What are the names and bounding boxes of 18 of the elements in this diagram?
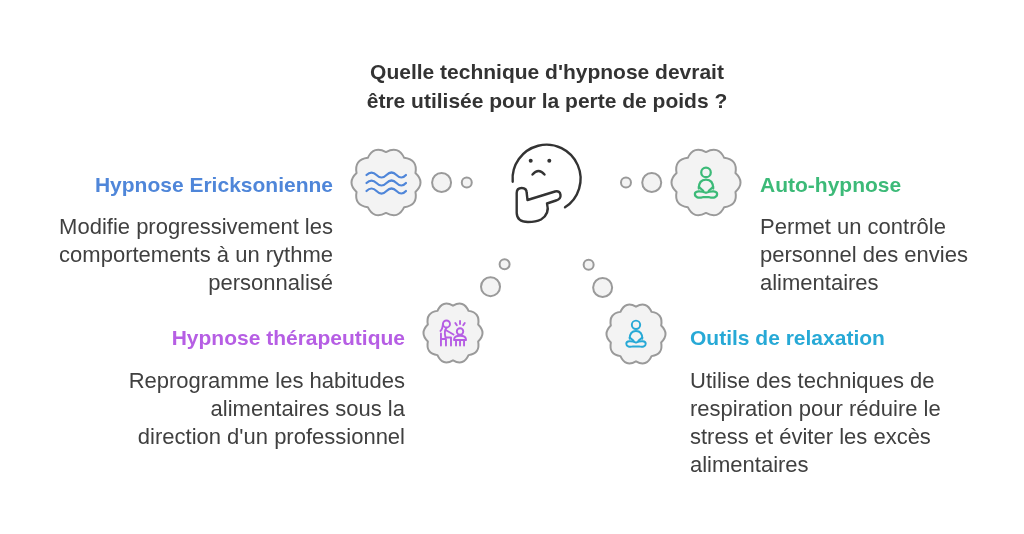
thought-bubble-trail <box>582 258 614 298</box>
thought-bubble-trail <box>480 258 511 298</box>
technique-heading: Outils de relaxation <box>690 325 885 351</box>
technique-description: Modifie progressivement les comportements à un rythme personnalisé <box>58 213 333 297</box>
thought-cloud <box>605 302 667 366</box>
technique-heading: Auto-hypnose <box>760 172 902 198</box>
technique-heading: Hypnose Ericksonienne <box>94 172 333 198</box>
title: Quelle technique d'hypnose devrait être utilisée pour la perte de poids ? <box>365 59 729 114</box>
thought-bubble-trail <box>620 172 663 193</box>
technique-heading: Hypnose thérapeutique <box>171 325 405 351</box>
technique-description: Utilise des techniques de respiration pour réduire le stress et éviter les excès alimentaires <box>690 367 942 479</box>
thought-cloud <box>350 147 422 218</box>
thought-cloud <box>670 147 742 218</box>
thinking-face-icon <box>511 141 583 224</box>
technique-description: Reprogramme les habitudes alimentaires sous la direction d'un professionnel <box>127 367 405 451</box>
thought-cloud <box>422 301 484 365</box>
technique-description: Permet un contrôle personnel des envies alimentaires <box>760 213 969 297</box>
thought-bubble-trail <box>431 172 473 193</box>
